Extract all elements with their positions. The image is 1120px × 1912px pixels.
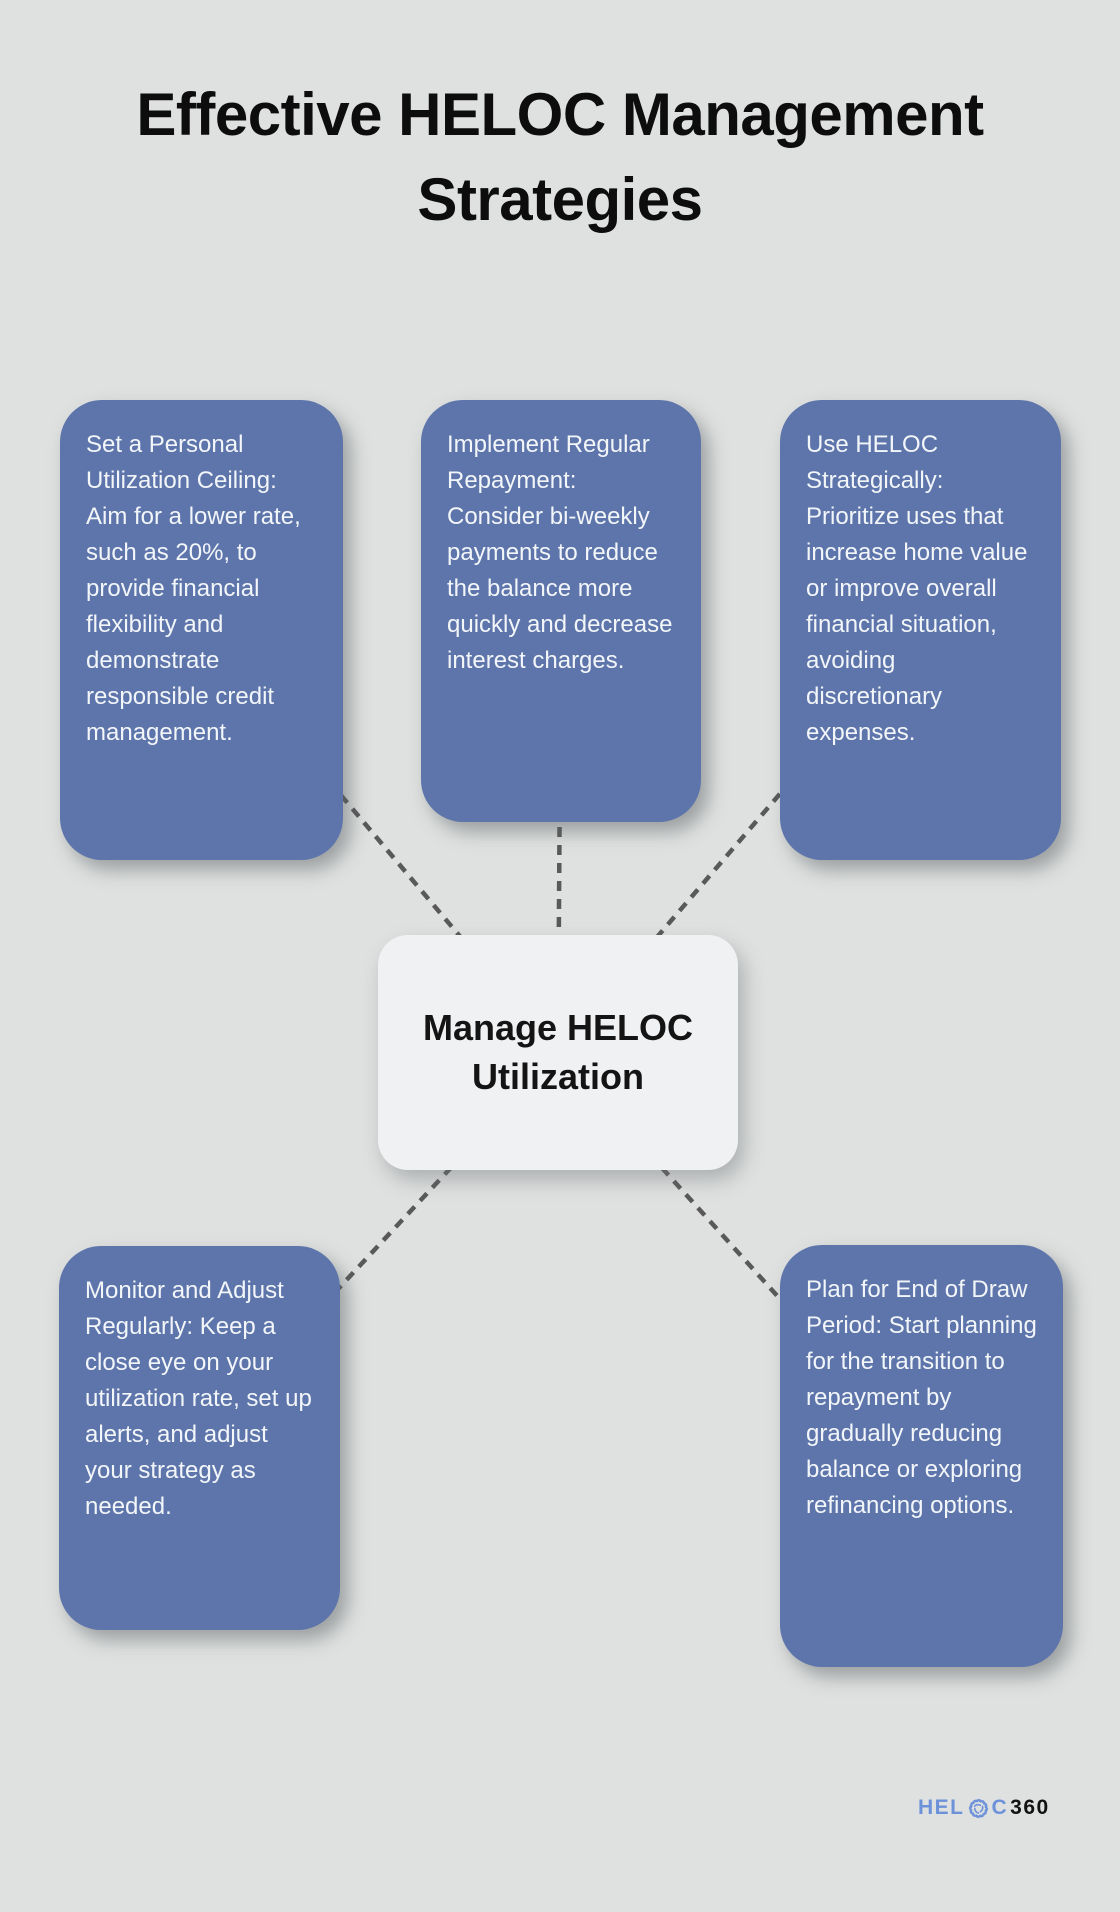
strategy-box-regular-repayment: Implement Regular Repayment: Consider bi… (421, 400, 701, 822)
strategy-text: Set a Personal Utilization Ceiling: Aim … (86, 431, 301, 746)
swirl-icon (968, 1798, 988, 1818)
heloc360-logo: HEL C 360 (918, 1794, 1050, 1822)
logo-text-hel: HEL (918, 1796, 965, 1819)
central-node-label: Manage HELOC Utilization (422, 1006, 694, 1097)
logo-text-360: 360 (1010, 1796, 1050, 1819)
central-node: Manage HELOC Utilization (378, 935, 738, 1170)
page-title: Effective HELOC Management Strategies (136, 81, 984, 234)
strategy-text: Plan for End of Draw Period: Start plann… (806, 1276, 1037, 1519)
strategy-box-use-strategically: Use HELOC Strategically: Prioritize uses… (780, 400, 1061, 860)
strategy-text: Monitor and Adjust Regularly: Keep a clo… (85, 1277, 312, 1520)
strategy-text: Use HELOC Strategically: Prioritize uses… (806, 431, 1028, 746)
strategy-box-monitor-adjust: Monitor and Adjust Regularly: Keep a clo… (59, 1246, 340, 1630)
logo-text-c: C (991, 1796, 1009, 1819)
strategy-text: Implement Regular Repayment: Consider bi… (447, 431, 673, 674)
strategy-box-utilization-ceiling: Set a Personal Utilization Ceiling: Aim … (60, 400, 343, 860)
strategy-box-end-of-draw: Plan for End of Draw Period: Start plann… (780, 1245, 1063, 1667)
